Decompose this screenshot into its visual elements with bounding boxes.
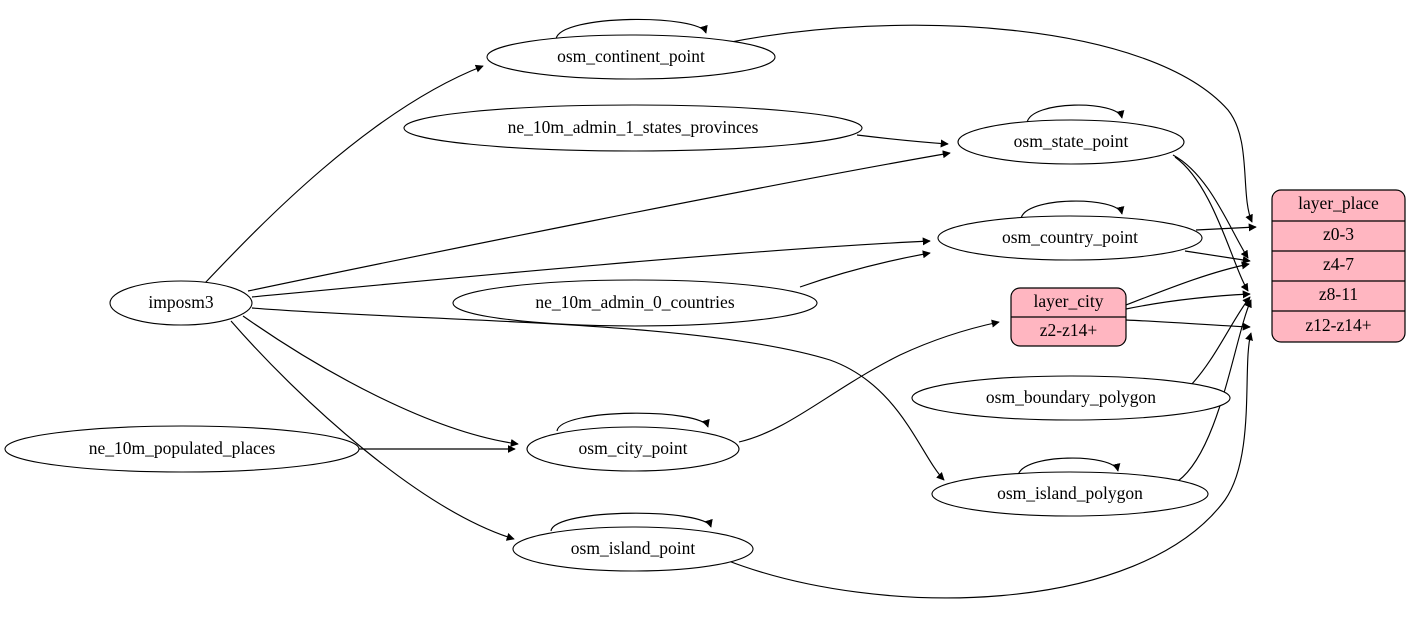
node-imposm3[interactable]: imposm3 bbox=[109, 280, 253, 326]
self-loop-osm-state-point bbox=[1026, 104, 1125, 124]
edge-osm-country-point-to-layer-place-z0-3 bbox=[1195, 223, 1257, 232]
edge-ne-admin1-to-osm-state-point bbox=[856, 134, 949, 148]
node-ne-10m-admin-0-countries[interactable]: ne_10m_admin_0_countries bbox=[452, 279, 818, 327]
node-label-osm-country-point: osm_country_point bbox=[1002, 227, 1138, 247]
layer-place-box[interactable] bbox=[1271, 189, 1406, 343]
layer-node-layer: layer_city z2-z14+ layer_place z0-3 z4-7… bbox=[1010, 189, 1406, 347]
edge-layer-city-to-layer-place-z8-11 bbox=[1125, 290, 1251, 310]
node-label-imposm3: imposm3 bbox=[148, 292, 213, 312]
edge-osm-island-point-to-layer-place-z12-z14 bbox=[725, 332, 1253, 599]
edge-imposm3-to-osm-state-point bbox=[247, 150, 951, 292]
node-label-osm-city-point: osm_city_point bbox=[579, 438, 688, 458]
edge-osm-boundary-polygon-to-layer-place-z8-11 bbox=[1189, 296, 1251, 387]
node-osm-continent-point[interactable]: osm_continent_point bbox=[486, 34, 776, 80]
node-layer: imposm3 ne_10m_populated_places ne_10m_a… bbox=[4, 34, 1231, 572]
node-label-ne-10m-admin-0-countries: ne_10m_admin_0_countries bbox=[535, 292, 734, 312]
node-label-osm-island-polygon: osm_island_polygon bbox=[997, 483, 1143, 503]
layer-place-title: layer_place bbox=[1298, 193, 1379, 213]
node-osm-island-polygon[interactable]: osm_island_polygon bbox=[931, 471, 1209, 517]
node-osm-island-point[interactable]: osm_island_point bbox=[512, 526, 754, 572]
layer-place-row-z8-11[interactable]: z8-11 bbox=[1319, 284, 1358, 304]
node-ne-10m-admin-1-states-provinces[interactable]: ne_10m_admin_1_states_provinces bbox=[403, 104, 863, 152]
node-label-osm-state-point: osm_state_point bbox=[1014, 131, 1129, 151]
edge-imposm3-to-osm-continent-point bbox=[204, 64, 484, 284]
edge-imposm3-to-osm-country-point bbox=[251, 237, 931, 298]
edge-osm-state-point-to-layer-place-z4-7 bbox=[1172, 154, 1249, 259]
edge-layer-city-to-layer-place-z12-z14 bbox=[1125, 319, 1251, 331]
self-loop-osm-country-point bbox=[1020, 200, 1125, 220]
node-osm-boundary-polygon[interactable]: osm_boundary_polygon bbox=[911, 375, 1231, 421]
node-osm-country-point[interactable]: osm_country_point bbox=[937, 215, 1203, 261]
edge-layer bbox=[204, 18, 1257, 599]
node-label-osm-continent-point: osm_continent_point bbox=[557, 46, 705, 66]
edge-osm-city-point-to-layer-city-z2-z14 bbox=[738, 319, 1000, 443]
layer-place-row-z4-7[interactable]: z4-7 bbox=[1323, 254, 1354, 274]
node-label-ne-10m-populated-places: ne_10m_populated_places bbox=[89, 438, 276, 458]
edge-osm-continent-point-to-layer-place-z0-3 bbox=[725, 24, 1253, 223]
edge-osm-country-point-to-layer-place-z4-7 bbox=[1184, 250, 1251, 264]
node-layer-city[interactable]: layer_city z2-z14+ bbox=[1010, 287, 1127, 347]
self-loop-osm-continent-point bbox=[555, 18, 708, 40]
edge-imposm3-to-osm-city-point bbox=[242, 315, 519, 448]
node-label-osm-island-point: osm_island_point bbox=[571, 538, 696, 558]
node-osm-state-point[interactable]: osm_state_point bbox=[957, 119, 1185, 165]
node-label-osm-boundary-polygon: osm_boundary_polygon bbox=[986, 387, 1156, 407]
node-ne-10m-populated-places[interactable]: ne_10m_populated_places bbox=[4, 425, 360, 473]
self-loop-osm-island-polygon bbox=[1017, 457, 1121, 477]
node-layer-place[interactable]: layer_place z0-3 z4-7 z8-11 z12-z14+ bbox=[1271, 189, 1406, 343]
node-osm-city-point[interactable]: osm_city_point bbox=[526, 426, 740, 472]
layer-place-row-z12-z14[interactable]: z12-z14+ bbox=[1305, 315, 1371, 335]
layer-city-title: layer_city bbox=[1034, 291, 1104, 311]
edge-layer-city-to-layer-place-z4-7 bbox=[1125, 261, 1250, 306]
layer-place-row-z0-3[interactable]: z0-3 bbox=[1323, 224, 1354, 244]
layer-city-row-z2-z14[interactable]: z2-z14+ bbox=[1040, 320, 1098, 340]
self-loop-osm-island-point bbox=[550, 512, 713, 532]
edge-imposm3-to-osm-island-polygon bbox=[251, 307, 945, 481]
node-label-ne-10m-admin-1-states-provinces: ne_10m_admin_1_states_provinces bbox=[508, 117, 759, 137]
edge-osm-state-point-to-layer-place-z8-11 bbox=[1174, 156, 1249, 292]
edge-ne-admin0-to-osm-country-point bbox=[799, 250, 931, 288]
self-loop-osm-city-point bbox=[556, 412, 710, 432]
